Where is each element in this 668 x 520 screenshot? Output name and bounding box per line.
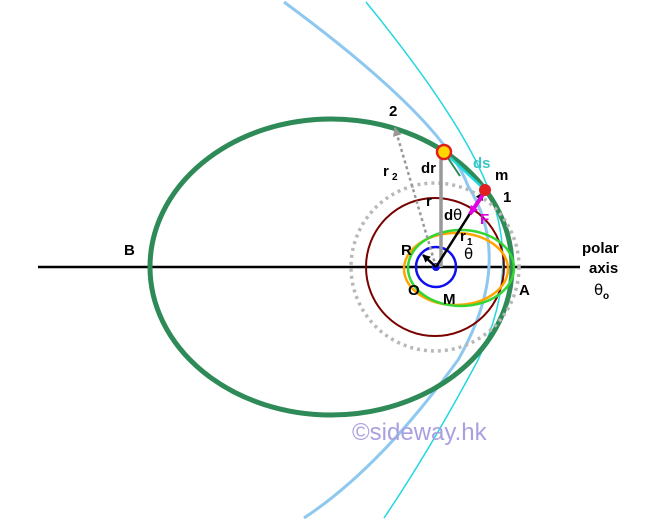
label-theta: θ <box>464 245 473 263</box>
label-2: 2 <box>389 103 397 120</box>
label-ds: ds <box>473 155 491 172</box>
outer-trajectory-curve <box>283 0 491 520</box>
upper-point-marker <box>435 143 453 161</box>
elliptical-orbit <box>147 116 515 418</box>
radius-circle <box>365 197 505 337</box>
label-m: m <box>495 167 508 184</box>
label-A: A <box>519 282 530 299</box>
label-1: 1 <box>503 189 511 206</box>
label-O: O <box>408 282 420 299</box>
label-r2-sub: 2 <box>392 172 398 183</box>
label-r: r <box>426 193 432 210</box>
label-r2: r <box>383 163 389 180</box>
label-dtheta-d: d <box>444 207 453 224</box>
label-theta0: θ <box>594 281 603 299</box>
label-r1-sub: 1 <box>467 237 473 248</box>
r2-vector <box>392 127 438 268</box>
label-polar: polar <box>582 240 619 257</box>
central-body-circle <box>414 245 458 289</box>
R-vector <box>422 254 437 268</box>
label-dtheta-theta: θ <box>453 206 462 224</box>
inner-trajectory-curve <box>365 1 504 519</box>
dashed-reference-circle <box>349 181 521 353</box>
label-axis: axis <box>589 260 618 277</box>
label-F: F <box>480 211 489 228</box>
label-dr: dr <box>421 160 436 177</box>
watermark: ©sideway.hk <box>352 419 488 446</box>
point-1-marker <box>479 184 491 196</box>
label-theta0-sub: o <box>603 291 609 302</box>
label-R: R <box>401 242 412 259</box>
label-M: M <box>443 291 456 308</box>
ds-segment <box>443 151 486 191</box>
green-ellipse <box>406 228 516 308</box>
label-B: B <box>124 242 135 259</box>
label-r1: r <box>460 228 466 245</box>
